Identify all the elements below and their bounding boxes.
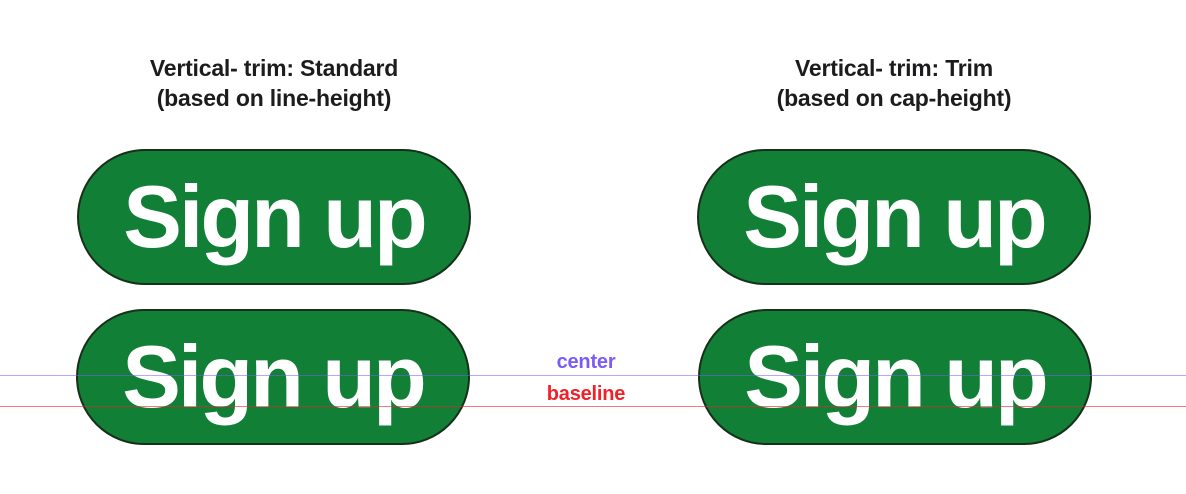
signup-button-standard-bottom[interactable]: Sign up [76,309,470,445]
signup-button-label: Sign up [122,327,427,426]
standard-title-line2: (based on line-height) [156,85,392,111]
standard-column-title: Vertical- trim: Standard (based on line-… [77,53,471,113]
trim-title-line1: Vertical- trim: Trim [795,55,993,81]
signup-button-trim-top[interactable]: Sign up [697,149,1091,285]
baseline-guide-label: baseline [546,383,626,405]
trim-title-line2: (based on cap-height) [776,85,1012,111]
signup-button-label: Sign up [123,167,428,266]
signup-button-trim-bottom[interactable]: Sign up [698,309,1092,445]
signup-button-standard-top[interactable]: Sign up [77,149,471,285]
standard-title-line1: Vertical- trim: Standard [149,55,399,81]
signup-button-label: Sign up [744,327,1049,426]
signup-button-label: Sign up [743,167,1048,266]
trim-column-title: Vertical- trim: Trim (based on cap-heigh… [697,53,1091,113]
center-guide-label: center [556,351,616,373]
